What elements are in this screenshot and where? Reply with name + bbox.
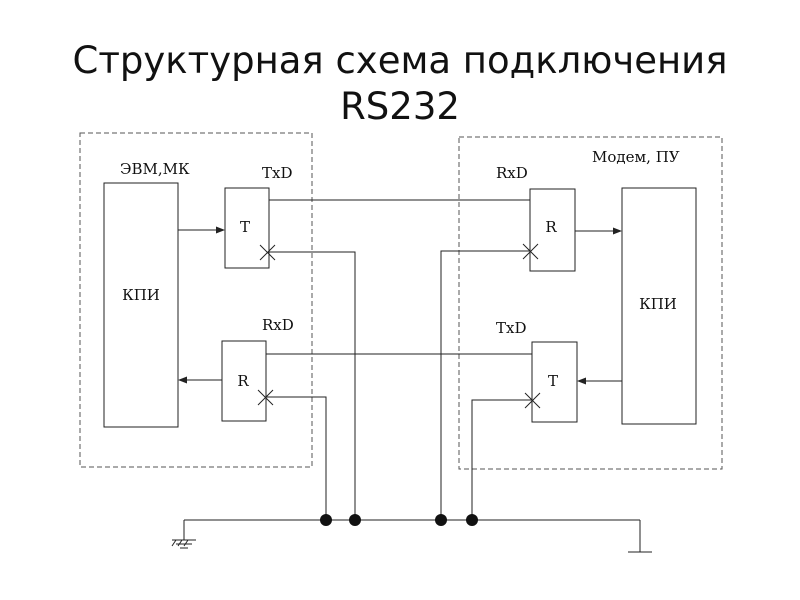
right-transmitter-label: T	[548, 372, 558, 390]
left-kpi-block	[103, 182, 179, 428]
left-rxd-label: RxD	[262, 316, 294, 334]
left-receiver-block	[221, 340, 267, 422]
left-rx-to-kpi-arrow	[178, 376, 222, 384]
junction-dot	[320, 514, 332, 526]
right-rx-ground-line	[440, 243, 539, 520]
left-transmitter-label: T	[240, 218, 250, 236]
left-txd-label: TxD	[262, 164, 293, 182]
junction-dot	[349, 514, 361, 526]
junction-dot	[435, 514, 447, 526]
left-receiver-label: R	[237, 372, 249, 390]
left-transmitter-block	[224, 187, 270, 269]
right-transmitter-block	[531, 341, 578, 423]
left-device-enclosure	[79, 132, 313, 468]
right-txd-label: TxD	[496, 319, 527, 337]
right-device-label: Модем, ПУ	[592, 148, 680, 166]
right-device-enclosure	[458, 136, 723, 470]
left-kpi-label: КПИ	[122, 286, 160, 304]
right-receiver-label: R	[545, 218, 557, 236]
title-line-2: RS232	[340, 85, 460, 128]
diagram-title: Структурная схема подключения RS232	[0, 38, 800, 130]
left-rx-ground-line	[257, 389, 327, 520]
left-tx-ground-line	[259, 244, 356, 520]
right-kpi-label: КПИ	[639, 295, 677, 313]
right-kpi-block	[621, 187, 697, 425]
left-ground-symbol-icon	[171, 539, 196, 549]
title-line-1: Структурная схема подключения	[72, 39, 728, 82]
right-tx-ground-line	[471, 392, 541, 520]
right-rxd-label: RxD	[496, 164, 528, 182]
right-receiver-block	[529, 188, 576, 272]
left-device-label: ЭВМ,МК	[120, 160, 190, 178]
right-kpi-to-tx-arrow	[577, 377, 622, 385]
right-rx-to-kpi-arrow	[575, 227, 622, 235]
junction-dot	[466, 514, 478, 526]
left-kpi-to-tx-arrow	[178, 226, 225, 234]
